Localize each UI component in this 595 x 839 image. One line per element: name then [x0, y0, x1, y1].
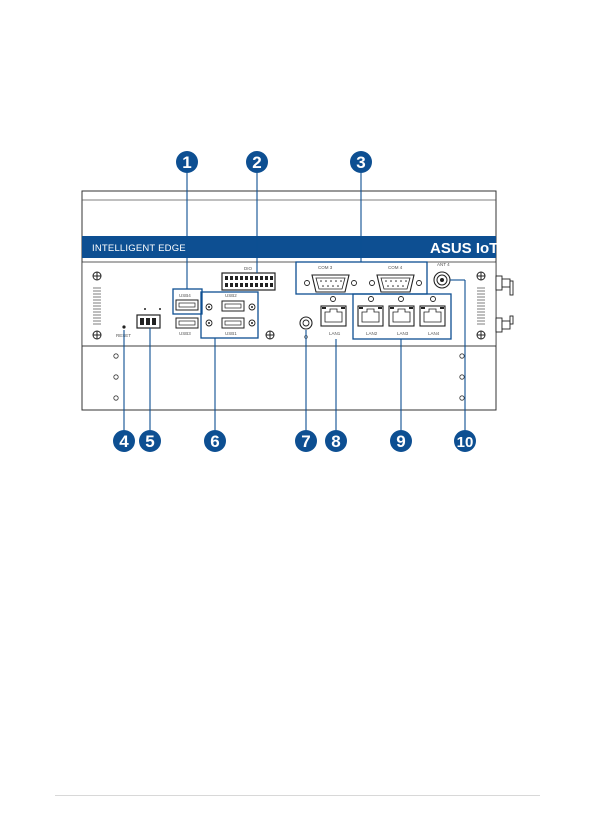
usb3-label: USB3	[179, 331, 191, 336]
usb1-label: USB1	[225, 331, 237, 336]
callout-6: 6	[204, 430, 226, 452]
com3-label: COM 3	[318, 265, 333, 270]
callout-7-text: 7	[301, 432, 310, 451]
usb4-label: USB4	[179, 293, 191, 298]
callout-8: 8	[325, 430, 347, 452]
callout-4-text: 4	[119, 432, 129, 451]
callout-9: 9	[390, 430, 412, 452]
callout-2-text: 2	[252, 153, 261, 172]
callout-1-text: 1	[182, 153, 191, 172]
callout-5: 5	[139, 430, 161, 452]
device-body: INTELLIGENT EDGE ASUS IoT	[82, 191, 498, 410]
usb2-label: USB2	[225, 293, 237, 298]
antenna-connector: ANT 4	[434, 262, 450, 288]
callout-3: 3	[350, 151, 372, 173]
callout-10: 10	[454, 430, 476, 452]
callout-8-text: 8	[331, 432, 340, 451]
banner-text: INTELLIGENT EDGE	[92, 243, 186, 254]
lan1-label: LAN1	[329, 331, 341, 336]
callout-7: 7	[295, 430, 317, 452]
dio-label: DIO	[244, 266, 253, 271]
lan4-label: LAN4	[428, 331, 440, 336]
callout-9-text: 9	[396, 432, 405, 451]
callout-6-text: 6	[210, 432, 219, 451]
brand-logo: ASUS IoT	[430, 240, 498, 257]
com4-label: COM 4	[388, 265, 403, 270]
callout-3-text: 3	[356, 153, 365, 172]
ant-label: ANT 4	[437, 262, 450, 267]
callout-10-text: 10	[457, 434, 474, 451]
callout-2: 2	[246, 151, 268, 173]
callout-4: 4	[113, 430, 135, 452]
callout-5-text: 5	[145, 432, 154, 451]
screw-icon	[93, 272, 101, 280]
screw-icon	[93, 331, 101, 339]
screw-icon	[266, 331, 274, 339]
screw-icon	[477, 272, 485, 280]
lan3-label: LAN3	[397, 331, 409, 336]
footer-rule	[55, 795, 540, 796]
lan2-label: LAN2	[366, 331, 378, 336]
screw-icon	[477, 331, 485, 339]
side-mount-knobs	[496, 276, 513, 332]
callout-1: 1	[176, 151, 198, 173]
